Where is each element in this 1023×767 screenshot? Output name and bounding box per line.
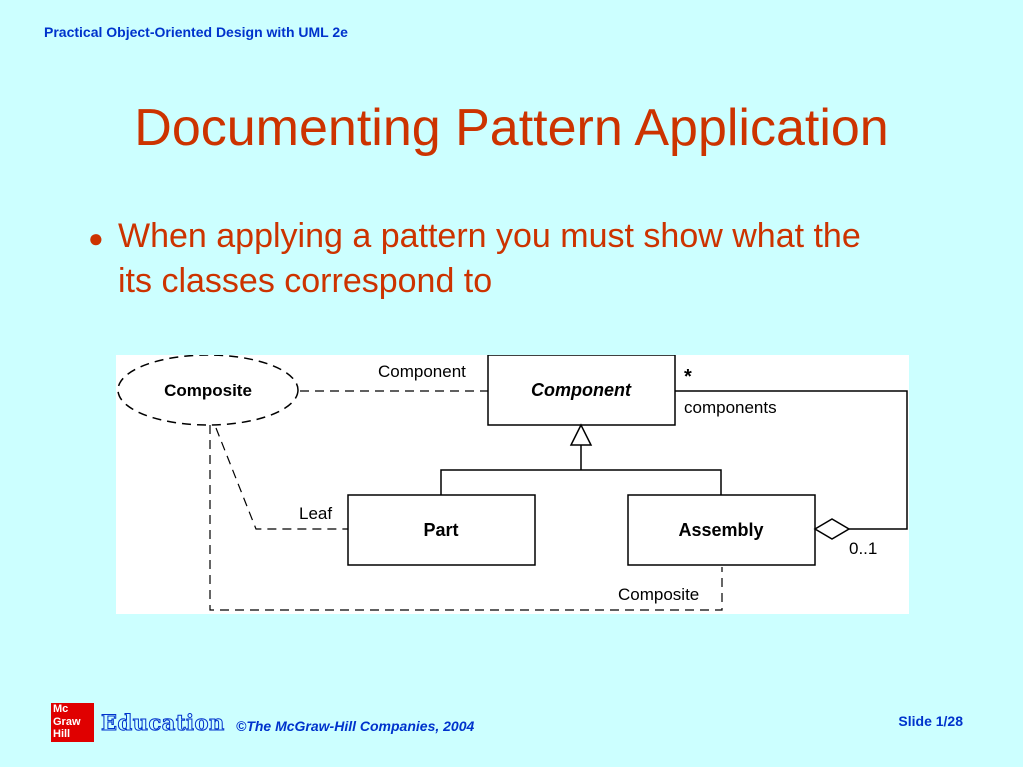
slide-number: Slide 1/28 (898, 713, 963, 729)
class-name-part: Part (423, 520, 458, 540)
generalization-tree (440, 469, 722, 495)
uml-diagram-canvas: Composite Component Leaf Composite Compo… (117, 355, 908, 611)
multiplicity-many: * (684, 366, 692, 388)
course-title: Practical Object-Oriented Design with UM… (44, 24, 348, 40)
bullet-item: ● When applying a pattern you must show … (88, 214, 888, 304)
bullet-dot-icon: ● (88, 223, 104, 253)
aggregation-diamond-icon (813, 518, 851, 540)
class-box-part (347, 494, 536, 566)
aggregation-line (675, 390, 908, 530)
leaf-role-line (215, 427, 348, 530)
collaboration-label: Composite (164, 381, 252, 400)
role-label-composite: Composite (618, 585, 699, 604)
class-box-component (487, 355, 676, 426)
slide-title: Documenting Pattern Application (134, 99, 889, 157)
logo-line: Graw (53, 715, 81, 728)
multiplicity-optional: 0..1 (849, 539, 877, 558)
copyright-text: ©The McGraw-Hill Companies, 2004 (236, 718, 475, 734)
role-label-leaf: Leaf (299, 504, 332, 523)
collaboration-ellipse (117, 355, 299, 426)
generalization-arrow-icon (569, 423, 593, 446)
logo-line: Hill (53, 728, 71, 740)
bullet-text: When applying a pattern you must show wh… (118, 217, 861, 300)
class-name-assembly: Assembly (678, 520, 763, 540)
education-wordmark: Education (101, 710, 225, 736)
logo-line: Mc (53, 703, 69, 715)
mcgraw-hill-logo: Mc Graw Hill (51, 703, 94, 742)
composite-role-line (209, 425, 723, 611)
role-label-component: Component (378, 362, 466, 381)
class-box-assembly (627, 494, 816, 566)
association-role-name: components (684, 398, 777, 417)
class-name-component: Component (531, 380, 632, 400)
uml-diagram: Composite Component Leaf Composite Compo… (116, 355, 909, 614)
